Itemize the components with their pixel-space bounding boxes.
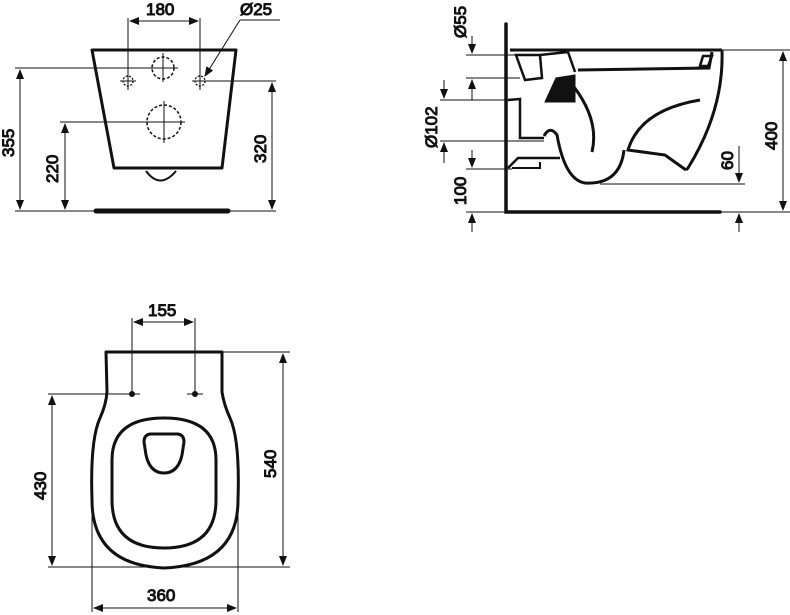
dim-front-220: 220 [43,155,62,183]
dim-side-d102: Ø102 [422,106,441,148]
front-view [15,17,280,214]
dim-front-d25: Ø25 [240,0,272,19]
dim-top-360: 360 [147,586,175,605]
dim-side-400: 400 [762,122,781,150]
dim-front-180: 180 [146,0,174,19]
dim-side-60: 60 [718,151,737,170]
dim-front-320: 320 [251,135,270,163]
dim-top-155: 155 [148,301,176,320]
top-view [48,318,290,612]
dim-front-355: 355 [0,129,18,157]
dim-top-540: 540 [261,450,280,478]
dim-side-100: 100 [451,177,470,205]
dim-top-430: 430 [31,472,50,500]
dim-side-d55: Ø55 [451,6,470,38]
side-view [440,22,790,232]
